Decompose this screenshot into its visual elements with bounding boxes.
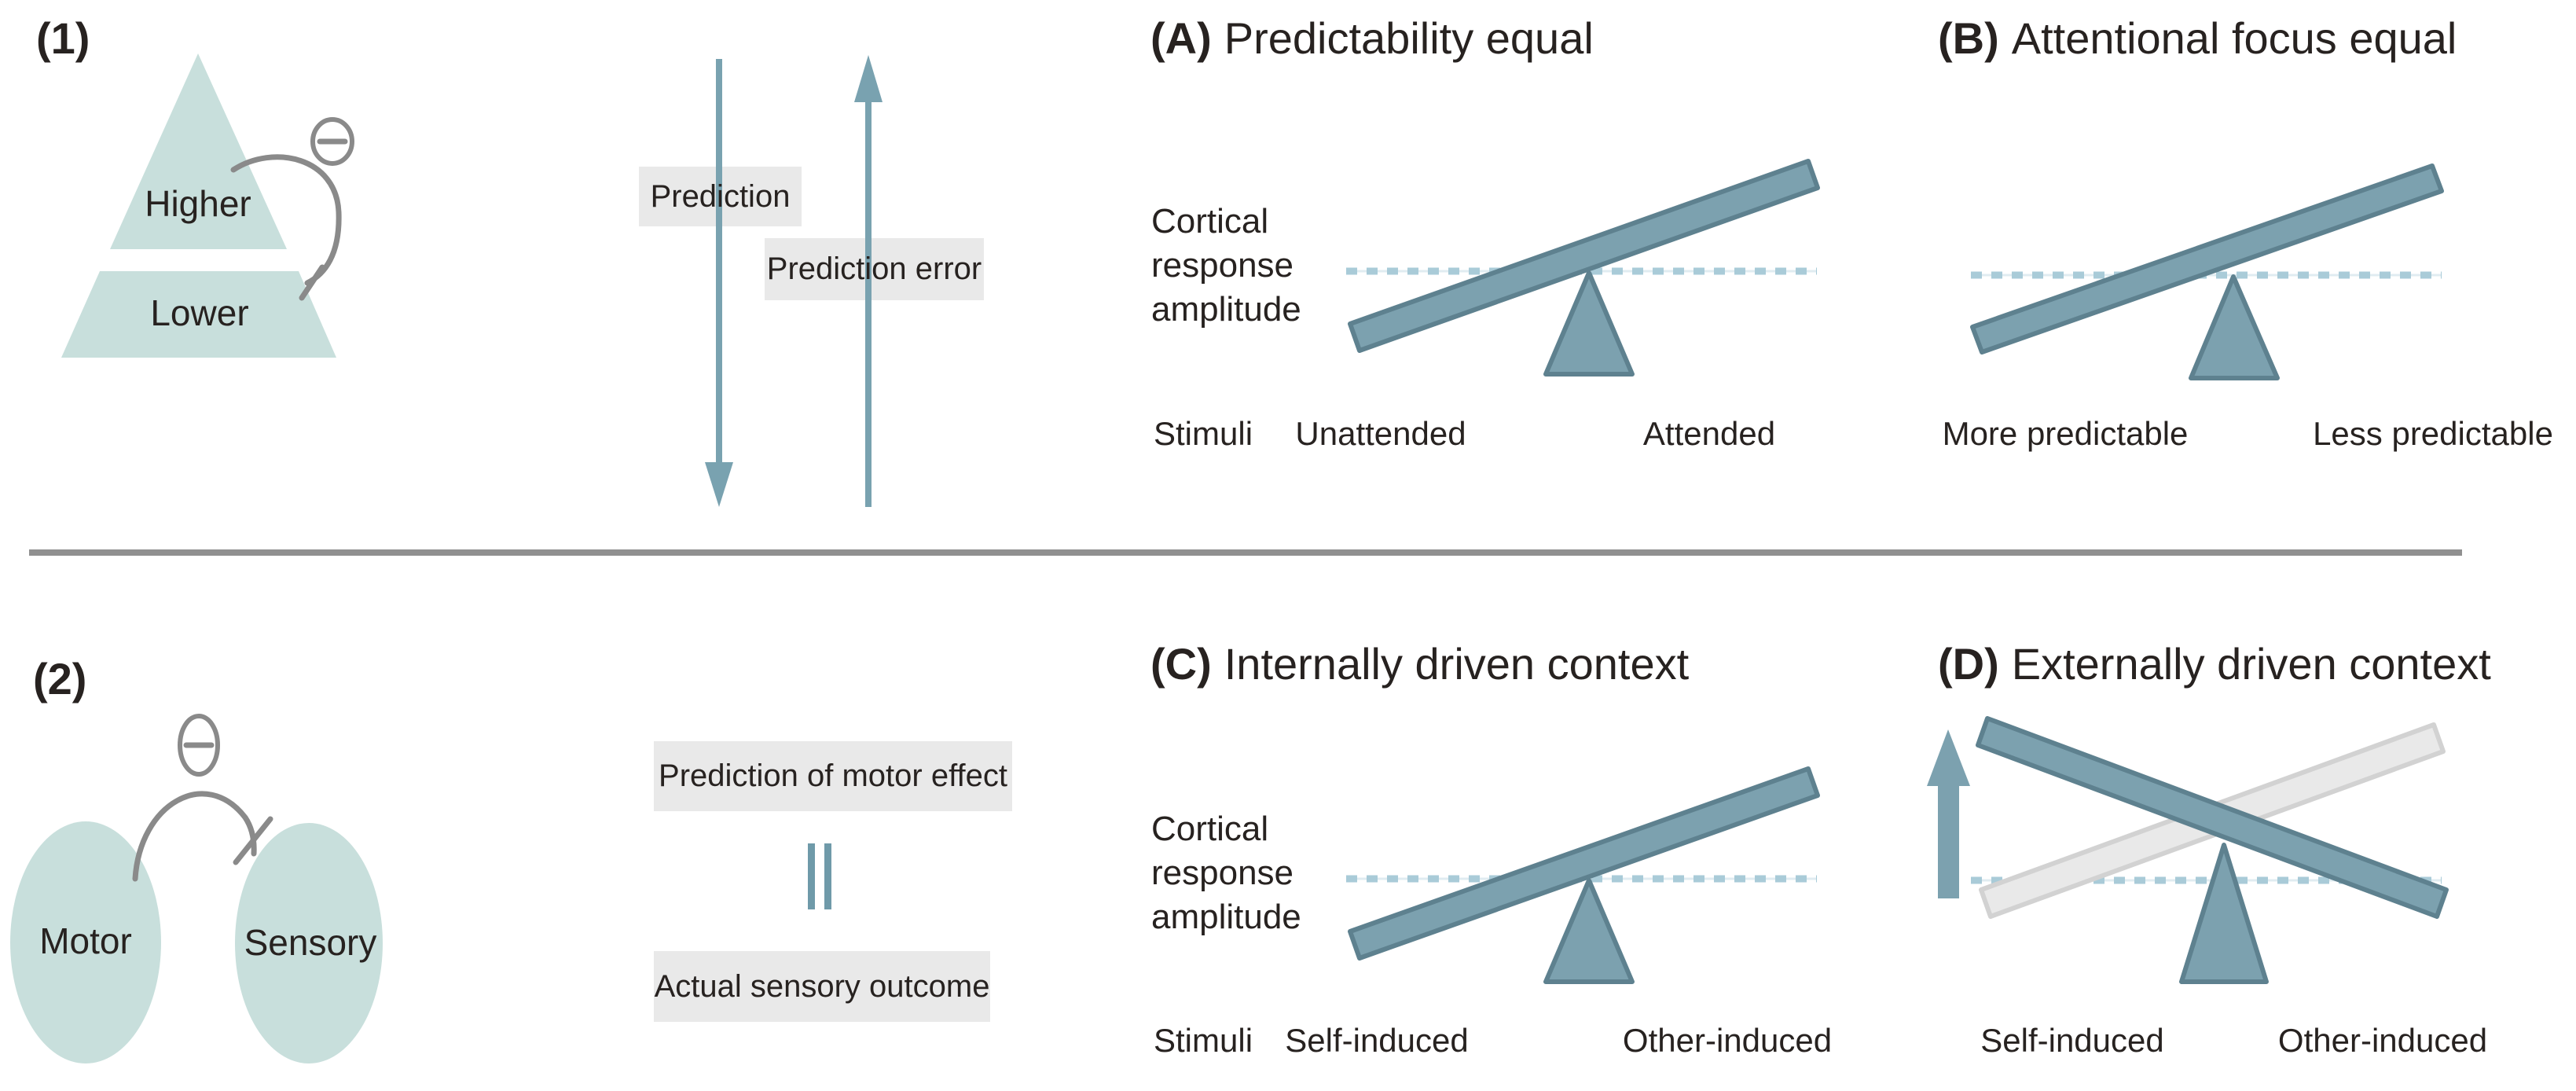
seesaw-fulcrum: [2189, 274, 2280, 380]
panel-a-tag: (A): [1150, 13, 1212, 63]
equivalence-bars-icon: [808, 843, 831, 909]
panel-a-y-axis-label: Cortical response amplitude: [1151, 202, 1301, 329]
seesaw-fulcrum: [2179, 843, 2269, 984]
section-divider: [29, 549, 2462, 556]
panel-c-title-text: Internally driven context: [1224, 639, 1690, 689]
seesaw-fulcrum: [1543, 878, 1635, 984]
panel-a-x-axis-label: Stimuli: [1154, 415, 1253, 452]
panel-c-title: (C) Internally driven context: [1150, 638, 1689, 689]
pyramid-lower-shape: [61, 271, 336, 358]
motor-sensory-icon: [10, 821, 383, 1063]
section2-label: (2): [33, 654, 87, 703]
panel-b-tag: (B): [1938, 13, 1999, 63]
arc-inhibit-bar: [233, 816, 273, 865]
motor-circle: [10, 821, 161, 1063]
inhibition-arc-icon-2: [132, 714, 273, 882]
actual-outcome-box-bg: [654, 951, 990, 1022]
prediction-error-box-bg: [765, 238, 984, 300]
panel-c-tag: (C): [1150, 639, 1212, 689]
arc-inhibit-bar: [299, 264, 325, 301]
panel-d-left-label: Self-induced: [1980, 1022, 2164, 1059]
pyramid-higher-label: Higher: [145, 183, 251, 224]
panel-b-right-label: Less predictable: [2313, 415, 2553, 452]
panel-c-x-axis-label: Stimuli: [1154, 1022, 1253, 1059]
panel-b-left-label: More predictable: [1942, 415, 2189, 452]
panel-a-title: (A) Predictability equal: [1150, 13, 1594, 64]
motor-node-label: Motor: [39, 920, 132, 961]
seesaw-beam-tilted: [1976, 716, 2449, 919]
pyramid-lower-label: Lower: [150, 292, 249, 333]
panel-d-title: (D) Externally driven context: [1938, 638, 2491, 689]
panel-a-title-text: Predictability equal: [1224, 13, 1594, 63]
panel-c-right-label: Other-induced: [1622, 1022, 1833, 1059]
arc-curve: [230, 154, 342, 286]
prediction-down-arrow-icon: [705, 59, 733, 507]
pyramid-icon: [61, 53, 336, 358]
panel-d-right-label: Other-induced: [2277, 1022, 2488, 1059]
panel-a-left-label: Unattended: [1295, 415, 1466, 452]
panel-c-left-label: Self-induced: [1285, 1022, 1469, 1059]
prediction-motor-box-label: Prediction of motor effect: [659, 759, 1007, 793]
amplitude-up-arrow-icon: [1927, 729, 1970, 898]
panel-c-y-axis-label: Cortical response amplitude: [1151, 810, 1301, 936]
sensory-circle: [235, 823, 383, 1063]
arc-curve: [132, 791, 257, 882]
prediction-motor-box-bg: [654, 741, 1012, 811]
panel-a-right-label: Attended: [1642, 415, 1776, 452]
seesaw-panel-a: [1346, 159, 1820, 377]
seesaw-beam: [1348, 159, 1820, 353]
seesaw-panel-d: [1927, 716, 2449, 984]
seesaw-beam: [1970, 163, 2444, 354]
sensory-node-label: Sensory: [244, 922, 377, 963]
actual-outcome-box-label: Actual sensory outcome: [654, 968, 990, 1004]
prediction-box-label: Prediction: [650, 178, 791, 214]
section1-label: (1): [36, 13, 90, 63]
seesaw-fulcrum: [1543, 270, 1635, 377]
prediction-error-box-label: Prediction error: [766, 252, 982, 286]
panel-b-title: (B) Attentional focus equal: [1938, 13, 2457, 64]
panel-d-tag: (D): [1938, 639, 1999, 689]
seesaw-beam: [1348, 766, 1820, 961]
pyramid-higher-shape: [110, 53, 287, 249]
panel-d-title-text: Externally driven context: [2011, 639, 2491, 689]
inhibition-arc-icon: [230, 117, 354, 301]
seesaw-panel-b: [1970, 163, 2444, 380]
seesaw-panel-c: [1346, 766, 1820, 984]
prediction-error-up-arrow-icon: [854, 55, 883, 507]
panel-b-title-text: Attentional focus equal: [2011, 13, 2457, 63]
